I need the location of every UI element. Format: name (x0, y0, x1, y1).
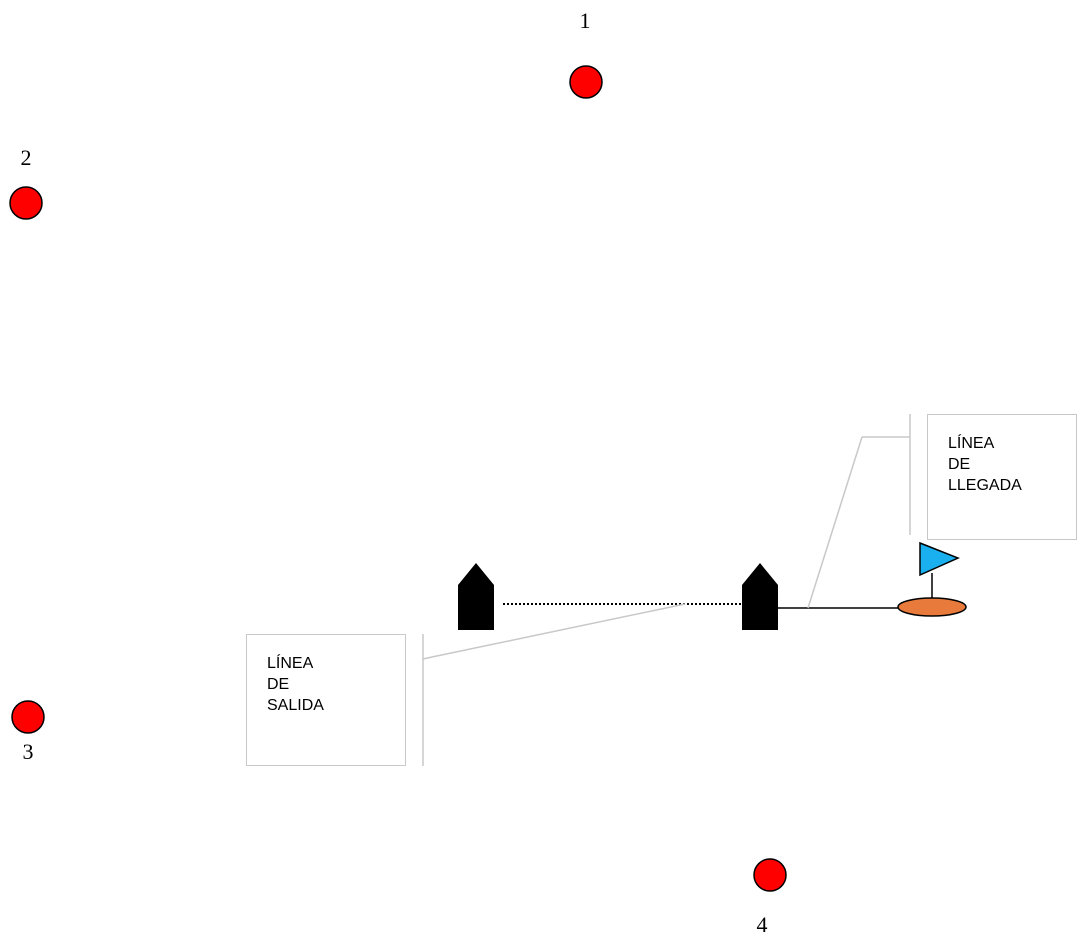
callout-finish-leader-diagonal (807, 436, 863, 609)
mark-2-number: 2 (21, 145, 32, 170)
mark-1-buoy (569, 65, 603, 99)
committee-boat-left (458, 563, 494, 630)
mark-2-buoy (9, 186, 43, 220)
committee-boat-right (742, 563, 778, 630)
finish-buoy (897, 597, 967, 617)
mark-3-buoy (11, 700, 45, 734)
callout-start-leader-diagonal (431, 603, 686, 658)
callout-finish-line: LÍNEA DE LLEGADA (927, 414, 1077, 540)
callout-start-leader (422, 656, 433, 660)
flag (919, 541, 960, 577)
callout-start-line: LÍNEA DE SALIDA (246, 634, 406, 766)
mark-4-number: 4 (757, 912, 768, 937)
callout-finish-line-text: LÍNEA DE LLEGADA (948, 435, 1022, 494)
mark-4-buoy (753, 858, 787, 892)
mark-3-number: 3 (23, 739, 34, 764)
mark-1-number: 1 (580, 8, 591, 33)
callout-start-line-text: LÍNEA DE SALIDA (267, 655, 324, 714)
